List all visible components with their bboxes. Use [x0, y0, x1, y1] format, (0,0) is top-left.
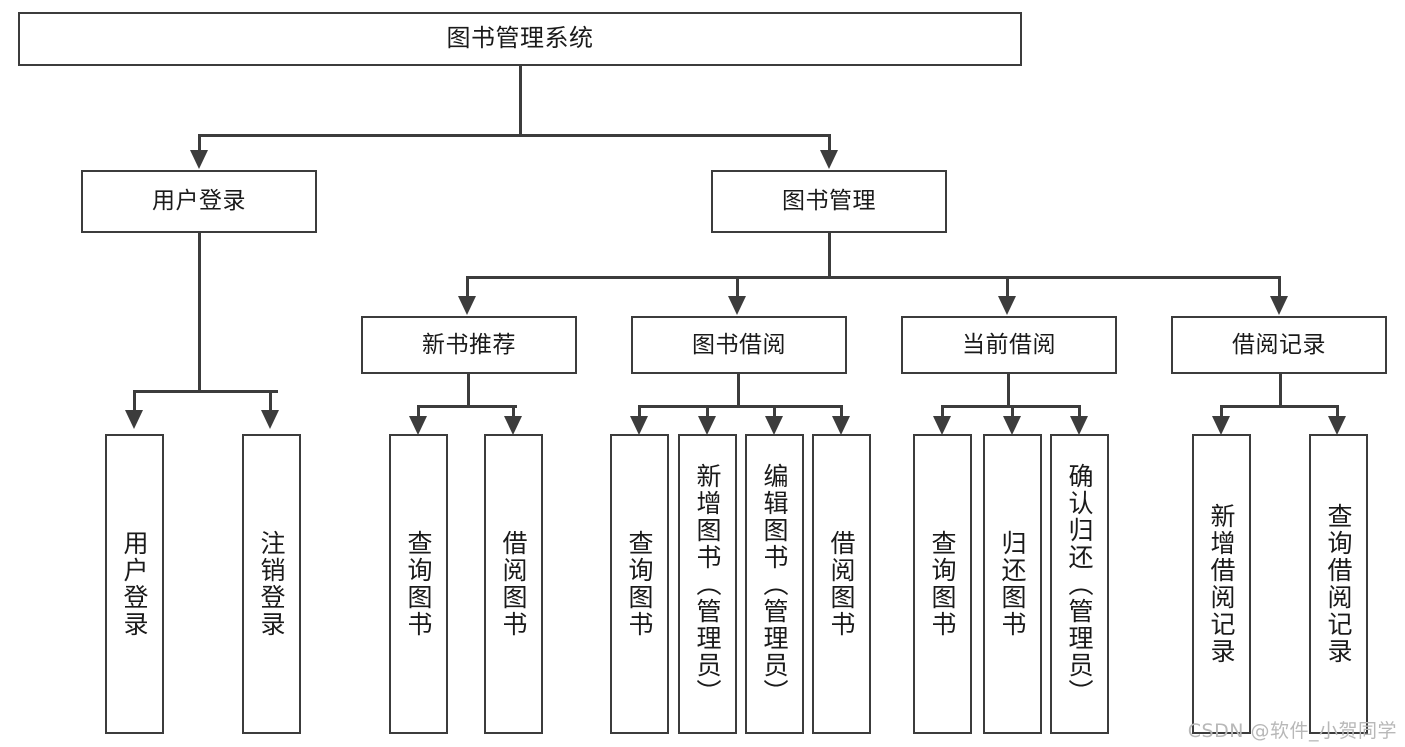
- edge-current-borrow-drop-3: [1078, 405, 1081, 419]
- node-label: 查询图书: [625, 530, 654, 638]
- edge-current-borrow-drop-2: [1011, 405, 1014, 419]
- edge-new-book-stem: [467, 374, 470, 408]
- arrow-to-leaf-logout: [261, 410, 279, 429]
- arrow-to-leaf-add-book-admin: [698, 416, 716, 435]
- edge-current-borrow-drop-1: [941, 405, 944, 419]
- node-label: 查询图书: [404, 530, 433, 638]
- node-book-borrow[interactable]: 图书借阅: [631, 316, 847, 374]
- edge-book-borrow-bus: [638, 405, 842, 408]
- edge-user-login-drop-2: [269, 390, 272, 412]
- arrow-to-leaf-borrow-book-recommend: [504, 416, 522, 435]
- arrow-to-book-borrow: [728, 296, 746, 315]
- node-user-login[interactable]: 用户登录: [81, 170, 317, 233]
- edge-book-borrow-drop-1: [638, 405, 641, 419]
- node-label: 图书借阅: [692, 331, 786, 358]
- arrow-to-leaf-query-borrow-record: [1328, 416, 1346, 435]
- node-leaf-add-book-admin[interactable]: 新增图书（管理员）: [678, 434, 737, 734]
- arrow-to-new-book-recommend: [458, 296, 476, 315]
- arrow-to-leaf-query-book-recommend: [409, 416, 427, 435]
- node-label: 新增图书（管理员）: [693, 462, 722, 706]
- node-label: 注销登录: [257, 530, 286, 638]
- edge-book-borrow-stem: [737, 374, 740, 408]
- edge-root-stem: [519, 66, 522, 136]
- edge-current-borrow-stem: [1007, 374, 1010, 408]
- node-book-management[interactable]: 图书管理: [711, 170, 947, 233]
- node-current-borrow[interactable]: 当前借阅: [901, 316, 1117, 374]
- node-label: 归还图书: [998, 530, 1027, 638]
- edge-borrow-record-bus: [1220, 405, 1339, 408]
- node-label: 图书管理系统: [446, 24, 594, 53]
- node-leaf-user-login[interactable]: 用户登录: [105, 434, 164, 734]
- edge-root-bus: [198, 134, 830, 137]
- node-leaf-confirm-return-admin[interactable]: 确认归还（管理员）: [1050, 434, 1109, 734]
- node-label: 确认归还（管理员）: [1065, 462, 1094, 706]
- node-leaf-query-book-current[interactable]: 查询图书: [913, 434, 972, 734]
- arrow-to-leaf-query-book-current: [933, 416, 951, 435]
- node-label: 查询图书: [928, 530, 957, 638]
- node-label: 借阅图书: [499, 530, 528, 638]
- arrow-to-leaf-query-book-borrow: [630, 416, 648, 435]
- edge-book-manage-drop-4: [1278, 276, 1281, 298]
- node-label: 借阅图书: [827, 530, 856, 638]
- arrow-to-leaf-user-login: [125, 410, 143, 429]
- arrow-to-user-login: [190, 150, 208, 169]
- arrow-to-leaf-add-borrow-record: [1212, 416, 1230, 435]
- node-label: 用户登录: [120, 530, 149, 638]
- node-label: 用户登录: [152, 188, 246, 215]
- arrow-to-leaf-confirm-return-admin: [1070, 416, 1088, 435]
- edge-book-borrow-drop-2: [706, 405, 709, 419]
- arrow-to-leaf-return-book: [1003, 416, 1021, 435]
- node-label: 编辑图书（管理员）: [760, 462, 789, 706]
- node-leaf-query-borrow-record[interactable]: 查询借阅记录: [1309, 434, 1368, 734]
- edge-user-login-bus: [133, 390, 278, 393]
- edge-borrow-record-drop-2: [1336, 405, 1339, 419]
- edge-book-manage-stem: [828, 233, 831, 279]
- node-label: 新书推荐: [422, 331, 516, 358]
- node-leaf-add-borrow-record[interactable]: 新增借阅记录: [1192, 434, 1251, 734]
- arrow-to-leaf-borrow-book: [832, 416, 850, 435]
- edge-borrow-record-stem: [1279, 374, 1282, 408]
- edge-borrow-record-drop-1: [1220, 405, 1223, 419]
- edge-root-drop-book-manage: [828, 134, 831, 154]
- node-label: 图书管理: [782, 188, 876, 215]
- edge-current-borrow-bus: [941, 405, 1080, 408]
- edge-book-manage-drop-3: [1006, 276, 1009, 298]
- arrow-to-current-borrow: [998, 296, 1016, 315]
- arrow-to-book-manage: [820, 150, 838, 169]
- edge-user-login-stem: [198, 233, 201, 393]
- node-label: 新增借阅记录: [1207, 503, 1236, 665]
- node-leaf-query-book-borrow[interactable]: 查询图书: [610, 434, 669, 734]
- arrow-to-leaf-edit-book-admin: [765, 416, 783, 435]
- edge-book-manage-bus: [466, 276, 1281, 279]
- node-label: 当前借阅: [962, 331, 1056, 358]
- edge-book-manage-drop-2: [736, 276, 739, 298]
- edge-book-manage-drop-1: [466, 276, 469, 298]
- edge-new-book-drop-2: [512, 405, 515, 419]
- arrow-to-borrow-record: [1270, 296, 1288, 315]
- node-label: 查询借阅记录: [1324, 503, 1353, 665]
- node-leaf-borrow-book-recommend[interactable]: 借阅图书: [484, 434, 543, 734]
- node-leaf-logout[interactable]: 注销登录: [242, 434, 301, 734]
- edge-root-drop-user-login: [198, 134, 201, 154]
- node-borrow-record[interactable]: 借阅记录: [1171, 316, 1387, 374]
- node-leaf-query-book-recommend[interactable]: 查询图书: [389, 434, 448, 734]
- edge-book-borrow-drop-4: [840, 405, 843, 419]
- node-root-book-management-system[interactable]: 图书管理系统: [18, 12, 1022, 66]
- edge-book-borrow-drop-3: [773, 405, 776, 419]
- watermark-text: CSDN @软件_小贺同学: [1187, 720, 1397, 742]
- node-label: 借阅记录: [1232, 331, 1326, 358]
- node-leaf-edit-book-admin[interactable]: 编辑图书（管理员）: [745, 434, 804, 734]
- edge-new-book-drop-1: [417, 405, 420, 419]
- node-new-book-recommend[interactable]: 新书推荐: [361, 316, 577, 374]
- edge-user-login-drop-1: [133, 390, 136, 412]
- node-leaf-borrow-book[interactable]: 借阅图书: [812, 434, 871, 734]
- node-leaf-return-book[interactable]: 归还图书: [983, 434, 1042, 734]
- edge-new-book-bus: [417, 405, 517, 408]
